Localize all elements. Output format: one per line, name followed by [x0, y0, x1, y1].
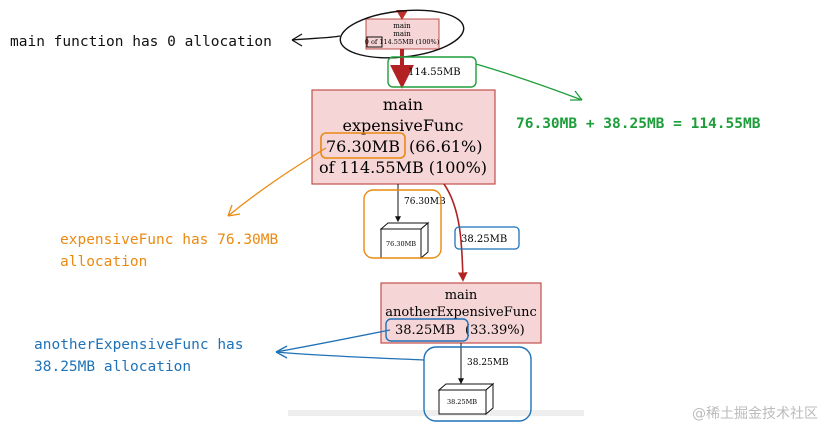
self-box-highlight — [363, 189, 442, 259]
zero-highlight-box — [366, 36, 383, 48]
expensivefunc-flat: 76.30MB — [326, 137, 400, 156]
root-node-line3: 0 of 114.55MB (100%) — [365, 38, 440, 46]
self-box-label: 76.30MB — [386, 240, 416, 248]
edge-root-highlight-box — [387, 56, 477, 88]
edge-to-another-box-label: 38.25MB — [467, 358, 509, 368]
another-box-highlight — [423, 346, 532, 422]
root-node[interactable]: main main 0 of 114.55MB (100%) — [365, 18, 440, 50]
expensivefunc-flat-pct: (66.61%) — [409, 137, 483, 156]
watermark: @稀土掘金技术社区 — [692, 406, 818, 422]
another-node-flat: 38.25MB — [395, 323, 455, 338]
root-node-line1: main — [393, 22, 411, 30]
another-self-box: 38.25MB — [437, 382, 495, 416]
another-box-label: 38.25MB — [447, 398, 477, 406]
annotation-another-line2: 38.25MB allocation — [34, 359, 191, 375]
annotation-arrow-sum — [475, 63, 583, 101]
annotation-another-line1: anotherExpensiveFunc has — [34, 337, 244, 353]
edge-root-label: 114.55MB — [408, 67, 461, 78]
annotation-arrow-main-zero — [291, 35, 341, 41]
annotation-arrow-expensive — [227, 147, 327, 217]
edge-to-self-box-label: 76.30MB — [404, 197, 446, 207]
expensivefunc-cum: of 114.55MB (100%) — [319, 158, 487, 177]
expensivefunc-node-line1: main — [383, 95, 423, 114]
annotation-expensive-line2: allocation — [60, 254, 147, 270]
annotation-main-zero: main function has 0 allocation — [10, 34, 272, 50]
expensivefunc-node-line2: expensiveFunc — [342, 116, 463, 135]
expensivefunc-self-box: 76.30MB — [379, 221, 430, 260]
annotation-arrow-another — [275, 351, 425, 361]
root-arrow-mark — [396, 10, 408, 20]
annotation-expensive-line1: expensiveFunc has 76.30MB — [60, 232, 279, 248]
root-node-line2: main — [393, 30, 411, 38]
edge-to-another-label: 38.25MB — [461, 234, 507, 245]
another-node-flat-pct: (33.39%) — [465, 323, 525, 338]
annotation-sum: 76.30MB + 38.25MB = 114.55MB — [516, 116, 761, 132]
another-node-line1: main — [445, 288, 478, 303]
expensivefunc-flat-highlight — [320, 132, 406, 159]
screenshot-bottom-strip — [288, 410, 584, 416]
expensivefunc-node[interactable]: main expensiveFunc 76.30MB (66.61%) of 1… — [311, 89, 496, 185]
anotherexpensivefunc-node[interactable]: main anotherExpensiveFunc 38.25MB (33.39… — [380, 282, 542, 344]
another-flat-highlight — [385, 318, 469, 342]
another-node-line2: anotherExpensiveFunc — [385, 305, 537, 320]
edge-to-another — [443, 183, 468, 282]
edge-to-another-highlight — [454, 226, 520, 250]
